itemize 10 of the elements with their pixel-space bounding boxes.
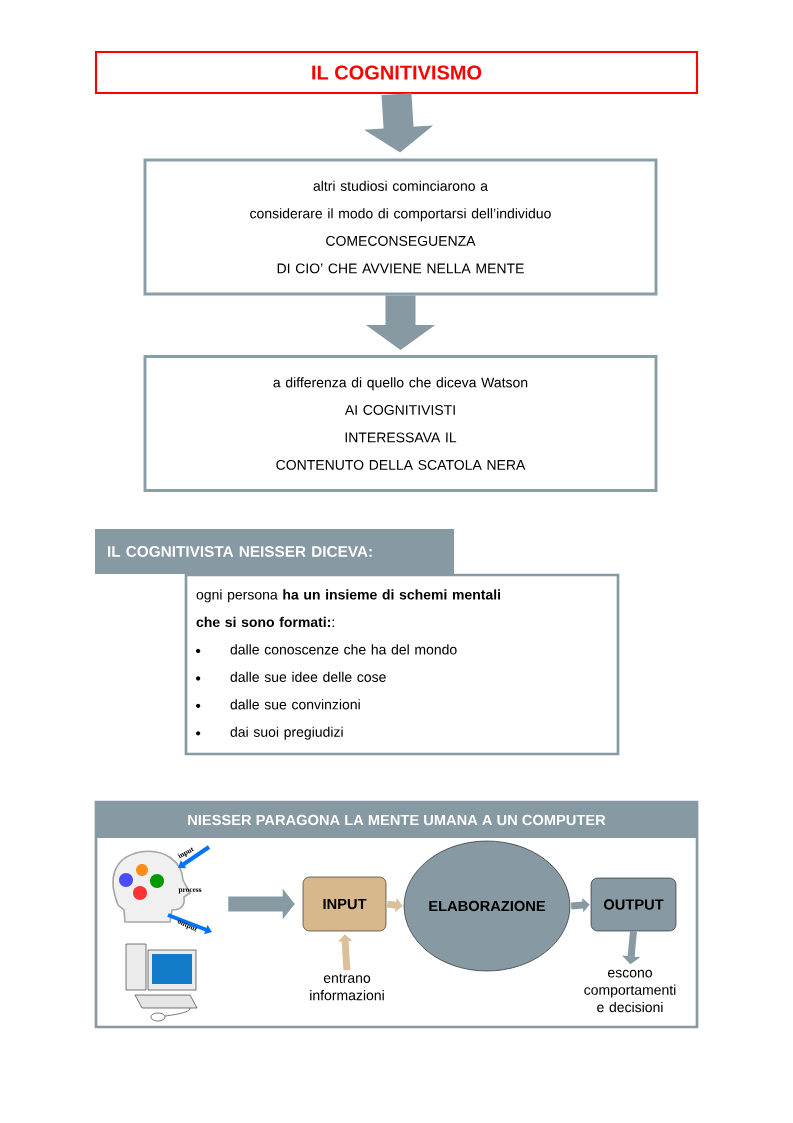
head-computer-drawing <box>112 845 212 1022</box>
process-box: OUTPUT <box>590 877 677 932</box>
header-band: IL COGNITIVISTA NEISSER DICEVA: <box>95 529 454 574</box>
caption-text: escono comportamenti e decisioni <box>584 969 676 1013</box>
caption-text: entrano informazioni <box>310 973 384 1001</box>
title-box: IL COGNITIVISMO <box>94 50 699 95</box>
process-box: INPUT <box>302 876 387 932</box>
text-box: ogni persona ha un insieme di schemi mentali che si sono formati:: dalle conoscenze che ha del mondo dalle sue idee delle cose dalle sue convinzioni dai suoi pregiudizi <box>184 573 620 756</box>
text-box: altri studiosi cominciarono a considerare il modo di comportarsi dell’individuo COMECONSEGUENZA DI CIO’ CHE AVVIENE NELLA MENTE <box>143 158 658 296</box>
text-box: a differenza di quello che diceva Watson AI COGNITIVISTI INTERESSAVA IL CONTENUTO DELLA SCATOLA NERA <box>143 355 658 492</box>
